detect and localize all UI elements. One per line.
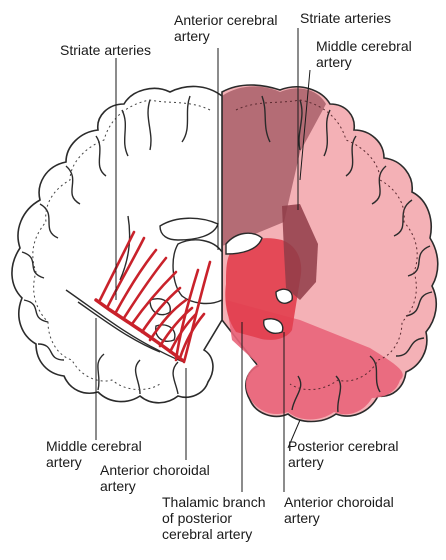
label-thalamic-branch: Thalamic branch of posterior cerebral ar… xyxy=(162,494,266,542)
left-hemisphere-outline xyxy=(11,85,223,404)
internal-capsule-overlap xyxy=(282,204,318,300)
striate-artery-vessel xyxy=(122,256,168,320)
deep-striate-territory xyxy=(225,238,302,340)
left-cortex-dashed xyxy=(32,99,211,390)
striate-artery-vessel xyxy=(148,298,188,342)
left-sulci xyxy=(21,95,191,395)
right-sulci xyxy=(261,95,433,413)
right-hemisphere xyxy=(221,84,439,423)
striate-artery-vessel xyxy=(140,286,182,334)
striate-artery-vessel xyxy=(182,260,212,364)
striate-artery-vessel xyxy=(174,268,200,362)
label-striate-arteries-right: Striate arteries xyxy=(300,10,392,26)
label-anterior-choroidal-artery-right: Anterior choroidal artery xyxy=(284,494,394,526)
striate-artery-vessel xyxy=(106,236,146,308)
label-middle-cerebral-artery-right: Middle cerebral artery xyxy=(316,38,412,70)
striate-artery-vessel xyxy=(94,298,184,362)
striate-artery-vessel xyxy=(114,248,158,314)
label-middle-cerebral-artery-left: Middle cerebral artery xyxy=(46,438,142,470)
right-cortex-dashed xyxy=(235,99,418,390)
striate-artery-vessel xyxy=(98,230,136,302)
label-anterior-choroidal-artery-left: Anterior choroidal artery xyxy=(100,462,210,494)
striate-artery-vessel xyxy=(130,270,178,326)
right-ventricles xyxy=(225,232,293,334)
left-hemisphere xyxy=(11,85,223,404)
label-anterior-cerebral-artery: Anterior cerebral artery xyxy=(174,12,278,44)
leader-lines xyxy=(95,28,311,492)
insula-lines xyxy=(65,215,185,363)
striate-arteries-vessels xyxy=(94,230,212,364)
label-striate-arteries-left: Striate arteries xyxy=(60,42,152,58)
striate-artery-vessel xyxy=(158,306,194,348)
label-posterior-cerebral-artery: Posterior cerebral artery xyxy=(288,438,399,470)
